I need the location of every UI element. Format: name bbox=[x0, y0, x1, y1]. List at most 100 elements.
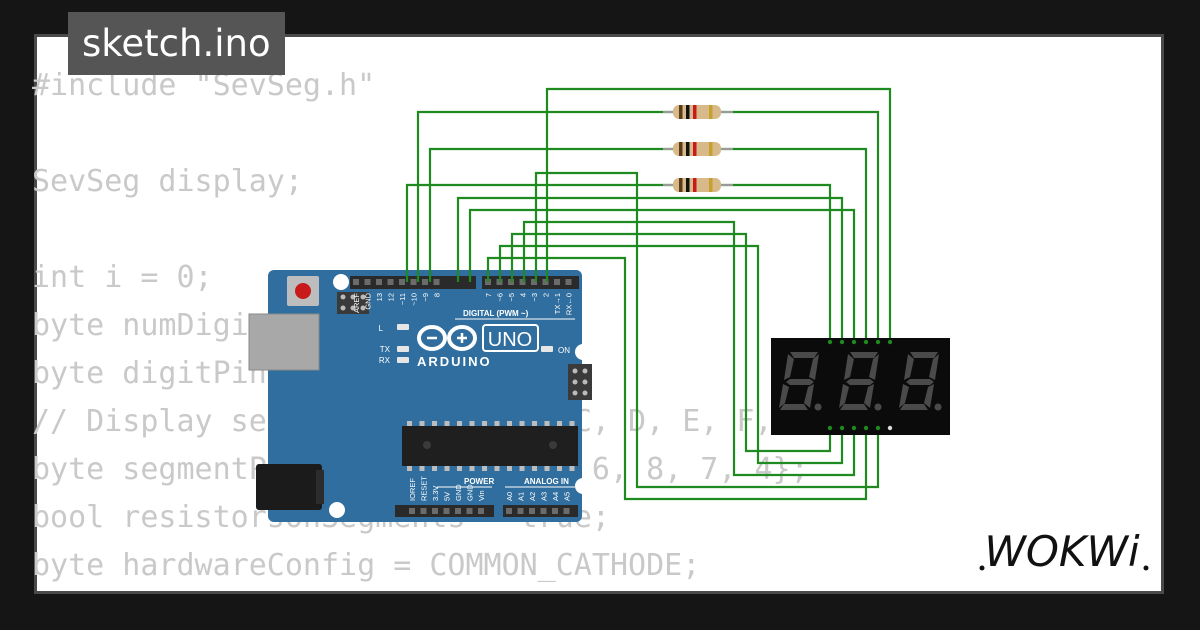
pin-label: Vin bbox=[477, 490, 486, 501]
pin-hole bbox=[506, 508, 512, 514]
pin-label: TX→1 bbox=[553, 293, 562, 314]
chip-pin bbox=[432, 465, 437, 471]
pin-label: GND bbox=[466, 484, 475, 501]
color-band bbox=[686, 105, 690, 119]
mounting-hole bbox=[333, 274, 349, 290]
chip-pin bbox=[519, 465, 525, 471]
display-pin bbox=[863, 339, 869, 345]
segment-e bbox=[839, 384, 849, 408]
chip-pin bbox=[557, 421, 562, 427]
wire bbox=[510, 232, 832, 453]
segment-a bbox=[790, 352, 818, 358]
chip-pin bbox=[569, 421, 575, 427]
pin-label: ~3 bbox=[530, 293, 539, 302]
pin-label: ~5 bbox=[507, 293, 516, 302]
icsp-header bbox=[337, 292, 369, 314]
pin-hole bbox=[529, 508, 535, 514]
pin-label: ~10 bbox=[410, 293, 419, 306]
pin-label: 7 bbox=[484, 293, 493, 297]
pin-hole bbox=[432, 508, 438, 514]
model-label: UNO bbox=[488, 329, 532, 351]
color-band bbox=[693, 142, 697, 156]
pin-label: A1 bbox=[517, 492, 526, 501]
pin-hole bbox=[565, 279, 572, 285]
display-pin bbox=[887, 339, 893, 345]
chip-pin bbox=[407, 421, 412, 427]
pin-label: A2 bbox=[528, 492, 537, 501]
chip-pin bbox=[532, 421, 537, 427]
mounting-hole bbox=[575, 344, 591, 360]
mounting-hole bbox=[575, 478, 591, 494]
chip-pin bbox=[419, 421, 425, 427]
pin-hole bbox=[387, 279, 394, 285]
wire bbox=[534, 171, 880, 489]
code-line: byte hardwareConfig = COMMON_CATHODE; bbox=[32, 548, 701, 583]
on-label: ON bbox=[558, 346, 570, 355]
arduino-infinity-logo bbox=[417, 325, 477, 351]
digit bbox=[839, 352, 882, 411]
segment-f bbox=[904, 354, 914, 380]
chip-pin bbox=[469, 465, 475, 471]
chip-pin bbox=[544, 421, 550, 427]
pin-hole bbox=[376, 279, 382, 285]
color-band bbox=[709, 178, 713, 192]
chip-pin bbox=[532, 465, 537, 471]
chip-pin bbox=[457, 465, 462, 471]
segment-g bbox=[786, 379, 814, 385]
resistor bbox=[663, 105, 733, 119]
code-line: int i = 0; bbox=[32, 260, 213, 295]
pin-label: 3.3V bbox=[431, 486, 440, 501]
pin-hole bbox=[353, 279, 359, 285]
segment-b bbox=[869, 354, 879, 380]
pin-hole bbox=[364, 279, 371, 285]
chip-pin bbox=[569, 465, 575, 471]
wire bbox=[468, 208, 856, 342]
color-band bbox=[679, 178, 683, 192]
color-band bbox=[709, 105, 713, 119]
chip-pin bbox=[419, 465, 425, 471]
segment-c bbox=[924, 384, 934, 408]
pin-hole bbox=[443, 508, 450, 514]
segment-e bbox=[899, 384, 909, 408]
display-pin bbox=[851, 425, 857, 431]
color-band bbox=[686, 178, 690, 192]
led-label-rx: RX bbox=[379, 356, 391, 365]
segment-b bbox=[929, 354, 939, 380]
display-pin bbox=[887, 425, 893, 431]
pin-hole bbox=[410, 279, 417, 285]
pin-label: ~9 bbox=[421, 293, 430, 302]
digital-label: DIGITAL (PWM ~) bbox=[463, 309, 529, 318]
file-tab[interactable]: sketch.ino bbox=[68, 12, 285, 75]
display-pin bbox=[827, 425, 833, 431]
wire bbox=[405, 183, 832, 342]
segment-a bbox=[910, 352, 938, 358]
segment-dp bbox=[814, 403, 822, 411]
on-led bbox=[541, 346, 553, 352]
color-band bbox=[679, 105, 683, 119]
chip-pin bbox=[507, 421, 512, 427]
color-band bbox=[709, 142, 713, 156]
segment-d bbox=[900, 404, 928, 410]
segment-dp bbox=[874, 403, 882, 411]
pin-hole bbox=[517, 508, 524, 514]
segment-g bbox=[906, 379, 934, 385]
pin-hole bbox=[554, 279, 560, 285]
pin-hole bbox=[478, 508, 484, 514]
chip-pin bbox=[494, 465, 500, 471]
pin-label: 13 bbox=[375, 293, 384, 301]
color-band bbox=[693, 178, 697, 192]
resistor bbox=[663, 178, 733, 192]
chip-pin bbox=[469, 421, 475, 427]
display-pin bbox=[839, 425, 845, 431]
seven-segment-display[interactable] bbox=[771, 338, 950, 435]
pin-label: ~6 bbox=[496, 293, 505, 302]
wires bbox=[405, 87, 892, 501]
wire bbox=[456, 196, 844, 342]
chip-pin bbox=[432, 421, 437, 427]
pin-hole bbox=[409, 508, 415, 514]
canvas-frame bbox=[34, 34, 1164, 594]
segment-e bbox=[779, 384, 789, 408]
pin-hole bbox=[519, 279, 526, 285]
code-line: SevSeg display; bbox=[32, 164, 303, 199]
